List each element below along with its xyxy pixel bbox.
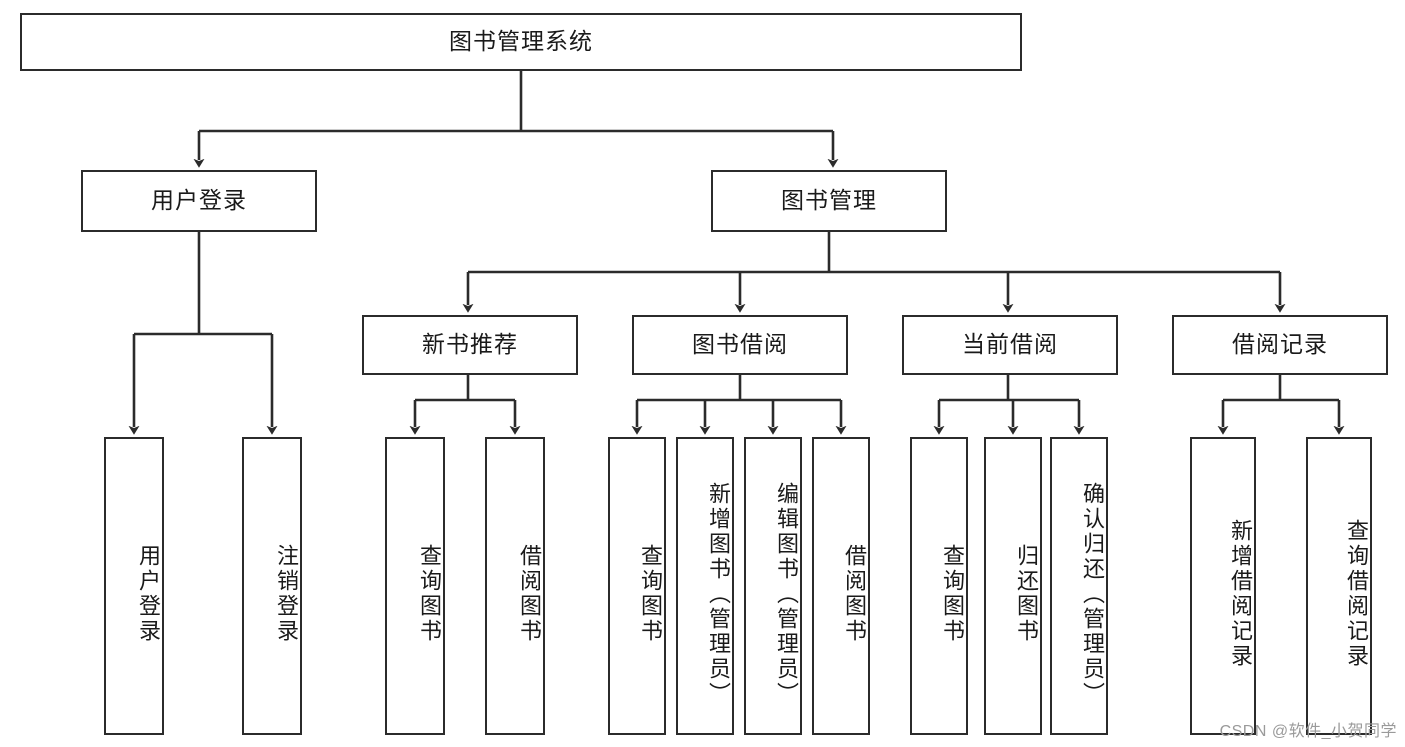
node-new-book-rec[interactable]: 新书推荐 xyxy=(362,315,578,375)
leaf-logout[interactable]: 注销登录 xyxy=(242,437,302,735)
node-label: 图书管理 xyxy=(781,187,877,214)
leaf-add-book[interactable]: 新增图书（管理员） xyxy=(676,437,734,735)
node-label: 编辑图书（管理员） xyxy=(774,481,799,707)
node-label: 查询借阅记录 xyxy=(1344,519,1369,669)
leaf-add-record[interactable]: 新增借阅记录 xyxy=(1190,437,1256,735)
node-book-manage[interactable]: 图书管理 xyxy=(711,170,947,232)
node-label: 图书借阅 xyxy=(692,331,788,358)
leaf-confirm-return[interactable]: 确认归还（管理员） xyxy=(1050,437,1108,735)
node-label: 新书推荐 xyxy=(422,331,518,358)
node-label: 查询图书 xyxy=(940,544,965,644)
node-label: 查询图书 xyxy=(417,544,442,644)
leaf-query-book-3[interactable]: 查询图书 xyxy=(910,437,968,735)
node-label: 当前借阅 xyxy=(962,331,1058,358)
node-book-borrow[interactable]: 图书借阅 xyxy=(632,315,848,375)
node-label: 查询图书 xyxy=(638,544,663,644)
leaf-edit-book[interactable]: 编辑图书（管理员） xyxy=(744,437,802,735)
node-label: 借阅图书 xyxy=(517,544,542,644)
node-root[interactable]: 图书管理系统 xyxy=(20,13,1022,71)
node-label: 借阅图书 xyxy=(842,544,867,644)
node-label: 新增图书（管理员） xyxy=(706,481,731,707)
node-label: 图书管理系统 xyxy=(449,28,593,55)
leaf-borrow-book-1[interactable]: 借阅图书 xyxy=(485,437,545,735)
node-label: 归还图书 xyxy=(1014,544,1039,644)
node-label: 新增借阅记录 xyxy=(1228,519,1253,669)
leaf-query-book-1[interactable]: 查询图书 xyxy=(385,437,445,735)
node-label: 借阅记录 xyxy=(1232,331,1328,358)
leaf-query-record[interactable]: 查询借阅记录 xyxy=(1306,437,1372,735)
node-label: 用户登录 xyxy=(151,187,247,214)
node-label: 注销登录 xyxy=(274,544,299,644)
node-user-login[interactable]: 用户登录 xyxy=(81,170,317,232)
node-label: 用户登录 xyxy=(136,544,161,644)
leaf-return-book[interactable]: 归还图书 xyxy=(984,437,1042,735)
node-borrow-record[interactable]: 借阅记录 xyxy=(1172,315,1388,375)
leaf-query-book-2[interactable]: 查询图书 xyxy=(608,437,666,735)
leaf-borrow-book-2[interactable]: 借阅图书 xyxy=(812,437,870,735)
watermark: CSDN @软件_小贺同学 xyxy=(1219,723,1397,740)
leaf-user-login[interactable]: 用户登录 xyxy=(104,437,164,735)
node-label: 确认归还（管理员） xyxy=(1080,481,1105,707)
node-current-borrow[interactable]: 当前借阅 xyxy=(902,315,1118,375)
